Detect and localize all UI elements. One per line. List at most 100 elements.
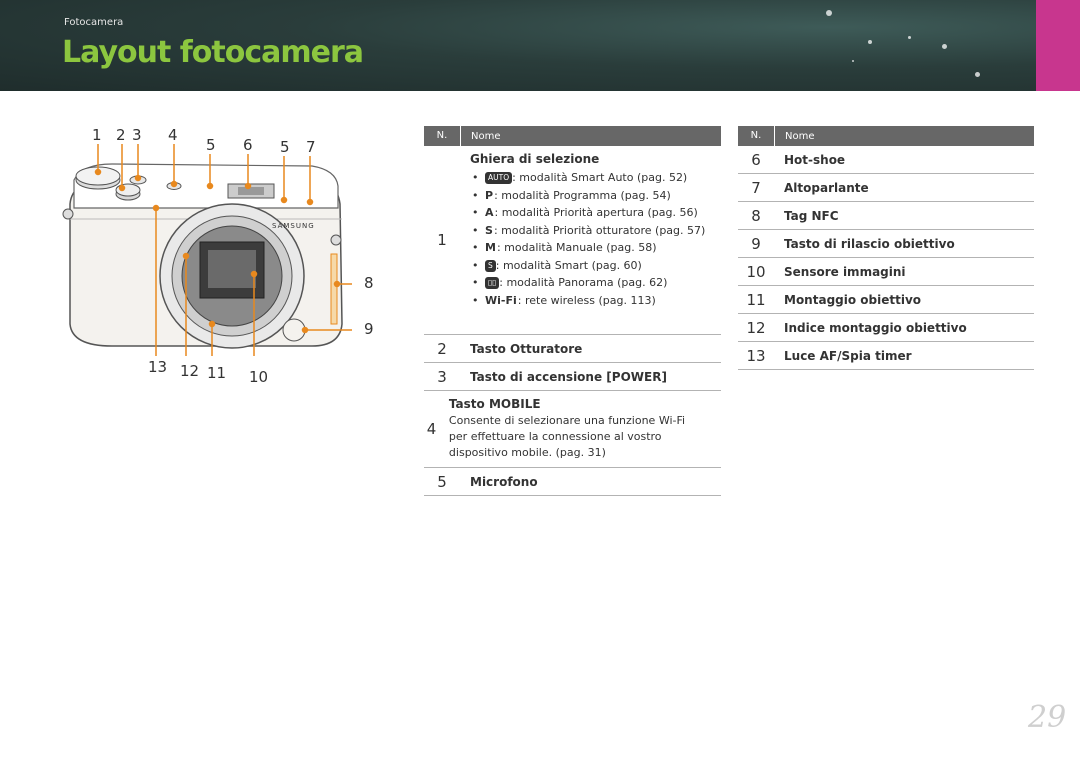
sparkle-icon bbox=[868, 40, 872, 44]
row-content: Tasto MOBILE Consente di selezionare una… bbox=[439, 397, 721, 461]
list-item-text: : modalità Programma (pag. 54) bbox=[494, 188, 671, 202]
header-banner: Fotocamera Layout fotocamera bbox=[0, 0, 1036, 91]
row-name: Sensore immagini bbox=[784, 264, 906, 279]
callout-label: 5 bbox=[206, 136, 216, 154]
row-name: Tasto di accensione [POWER] bbox=[470, 369, 667, 384]
callout-label: 4 bbox=[168, 126, 178, 144]
page-title: Layout fotocamera bbox=[62, 35, 364, 70]
row-number: 10 bbox=[746, 262, 766, 281]
row-number: 1 bbox=[437, 231, 447, 249]
row-name: Luce AF/Spia timer bbox=[784, 348, 912, 363]
brand-logo: SAMSUNG bbox=[272, 222, 315, 230]
table-row: 4 Tasto MOBILE Consente di selezionare u… bbox=[424, 391, 721, 468]
callout-label: 7 bbox=[306, 138, 316, 156]
row-name: Hot-shoe bbox=[784, 152, 846, 167]
list-item: S: modalità Priorità otturatore (pag. 57… bbox=[470, 222, 705, 240]
list-item: P: modalità Programma (pag. 54) bbox=[470, 187, 705, 205]
row-name: Tasto di rilascio obiettivo bbox=[784, 236, 955, 251]
sparkle-icon bbox=[852, 60, 854, 62]
section-label: Fotocamera bbox=[64, 17, 124, 28]
camera-diagram: SAMSUNG 1 2 3 4 5 6 5 7 8 9 13 12 11 10 bbox=[52, 124, 397, 394]
callout-label: 13 bbox=[148, 358, 168, 376]
list-item-text: : modalità Smart (pag. 60) bbox=[495, 258, 642, 272]
parts-table-left: N. Nome 1 Ghiera di selezione AUTO: moda… bbox=[424, 126, 721, 496]
list-item: A: modalità Priorità apertura (pag. 56) bbox=[470, 204, 705, 222]
callout-label: 1 bbox=[92, 126, 102, 144]
column-header-number: N. bbox=[738, 126, 775, 146]
callout-label: 3 bbox=[132, 126, 142, 144]
list-item-text: : modalità Manuale (pag. 58) bbox=[496, 241, 657, 254]
callout-label: 12 bbox=[180, 362, 200, 380]
row-number: 5 bbox=[437, 472, 447, 491]
row-number: 9 bbox=[751, 234, 761, 253]
column-header-number: N. bbox=[424, 126, 461, 146]
list-item: S: modalità Smart (pag. 60) bbox=[470, 257, 705, 275]
row-number: 6 bbox=[751, 150, 761, 169]
callout-label: 5 bbox=[280, 138, 290, 156]
table-row: 12 Indice montaggio obiettivo bbox=[738, 314, 1034, 342]
callout-label: 9 bbox=[364, 320, 374, 338]
callout-label: 11 bbox=[207, 364, 227, 382]
table-row: 2 Tasto Otturatore bbox=[424, 335, 721, 363]
smart-mode-icon: S bbox=[485, 259, 496, 272]
sparkle-icon bbox=[908, 36, 911, 39]
row-content: Ghiera di selezione AUTO: modalità Smart… bbox=[460, 146, 705, 309]
page-number: 29 bbox=[1028, 700, 1067, 735]
sparkle-icon bbox=[826, 10, 832, 16]
manual-mode-icon: M bbox=[485, 241, 496, 254]
callout-label: 2 bbox=[116, 126, 126, 144]
camera-illustration: SAMSUNG bbox=[62, 144, 352, 356]
callout-label: 8 bbox=[364, 274, 374, 292]
table-row: 5 Microfono bbox=[424, 468, 721, 496]
parts-table-right: N. Nome 6 Hot-shoe 7 Altoparlante 8 Tag … bbox=[738, 126, 1034, 370]
list-item: AUTO: modalità Smart Auto (pag. 52) bbox=[470, 169, 705, 187]
program-mode-icon: P bbox=[485, 188, 494, 202]
mode-list: AUTO: modalità Smart Auto (pag. 52) P: m… bbox=[470, 169, 705, 309]
list-item: Wi-Fi: rete wireless (pag. 113) bbox=[470, 292, 705, 310]
row-name: Microfono bbox=[470, 474, 538, 489]
row-number: 4 bbox=[426, 420, 437, 438]
wifi-mode-icon: Wi-Fi bbox=[485, 293, 517, 307]
column-header-name: Nome bbox=[785, 130, 815, 142]
row-number: 13 bbox=[746, 346, 766, 365]
list-item-text: : modalità Priorità apertura (pag. 56) bbox=[494, 206, 698, 219]
list-item-text: : modalità Priorità otturatore (pag. 57) bbox=[493, 223, 706, 237]
row-name: Indice montaggio obiettivo bbox=[784, 320, 967, 335]
chapter-tab bbox=[1036, 0, 1080, 91]
table-row: 11 Montaggio obiettivo bbox=[738, 286, 1034, 314]
row-name: Altoparlante bbox=[784, 180, 869, 195]
row-description: Consente di selezionare una funzione Wi-… bbox=[448, 414, 686, 459]
list-item-text: : rete wireless (pag. 113) bbox=[517, 293, 656, 307]
table-row: 1 Ghiera di selezione AUTO: modalità Sma… bbox=[424, 146, 721, 335]
column-header-name: Nome bbox=[471, 130, 501, 142]
list-item-text: : modalità Panorama (pag. 62) bbox=[499, 276, 668, 289]
table-row: 13 Luce AF/Spia timer bbox=[738, 342, 1034, 370]
panorama-mode-icon: ▯▯ bbox=[485, 277, 500, 289]
callout-label: 10 bbox=[249, 368, 269, 386]
row-number: 12 bbox=[746, 318, 766, 337]
shutter-mode-icon: S bbox=[485, 223, 493, 237]
list-item: M: modalità Manuale (pag. 58) bbox=[470, 239, 705, 257]
row-number: 2 bbox=[437, 339, 447, 358]
table-row: 9 Tasto di rilascio obiettivo bbox=[738, 230, 1034, 258]
list-item-text: : modalità Smart Auto (pag. 52) bbox=[512, 171, 688, 184]
table-row: 7 Altoparlante bbox=[738, 174, 1034, 202]
table-header: N. Nome bbox=[424, 126, 721, 146]
table-row: 8 Tag NFC bbox=[738, 202, 1034, 230]
aperture-mode-icon: A bbox=[485, 206, 494, 219]
auto-mode-icon: AUTO bbox=[485, 172, 513, 184]
sparkle-icon bbox=[942, 44, 947, 49]
row-number: 3 bbox=[437, 367, 447, 386]
callout-label: 6 bbox=[243, 136, 253, 154]
row-name: Ghiera di selezione bbox=[470, 152, 600, 166]
table-row: 3 Tasto di accensione [POWER] bbox=[424, 363, 721, 391]
list-item: ▯▯: modalità Panorama (pag. 62) bbox=[470, 274, 705, 292]
row-name: Montaggio obiettivo bbox=[784, 292, 922, 307]
table-row: 10 Sensore immagini bbox=[738, 258, 1034, 286]
row-number: 11 bbox=[746, 290, 766, 309]
row-name: Tag NFC bbox=[784, 208, 839, 223]
row-number: 7 bbox=[751, 178, 761, 197]
table-row: 6 Hot-shoe bbox=[738, 146, 1034, 174]
row-name: Tasto Otturatore bbox=[470, 341, 583, 356]
row-number: 8 bbox=[751, 206, 761, 225]
